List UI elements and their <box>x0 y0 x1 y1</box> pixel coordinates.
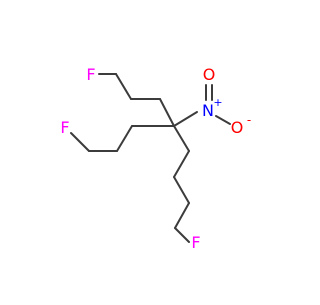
bond-c3-center <box>159 98 175 127</box>
bond-c9-c10 <box>174 202 190 229</box>
carbon-skeleton <box>70 73 231 243</box>
atom-n: N <box>202 101 214 120</box>
bond-c5-c6 <box>116 125 133 152</box>
atom-f3: F <box>191 233 200 252</box>
bond-center-n <box>173 111 198 127</box>
atom-o2: O <box>231 118 244 137</box>
atom-f2: F <box>60 118 69 137</box>
bond-n-o2 <box>215 115 231 125</box>
structure-svg: F F F N + O O - <box>60 65 251 252</box>
bond-f2-c4 <box>70 132 90 152</box>
bond-c10-f3 <box>174 227 190 243</box>
bond-center-c7 <box>173 125 190 152</box>
atom-o2-charge: - <box>247 113 251 127</box>
molecule-diagram: F F F N + O O - <box>60 65 251 252</box>
atom-o1: O <box>203 65 216 84</box>
atom-n-charge: + <box>213 96 222 109</box>
atom-f1: F <box>86 65 95 84</box>
bond-c1-c2 <box>115 73 132 100</box>
bond-c8-c9 <box>173 176 190 204</box>
bond-c7-c8 <box>173 150 190 178</box>
